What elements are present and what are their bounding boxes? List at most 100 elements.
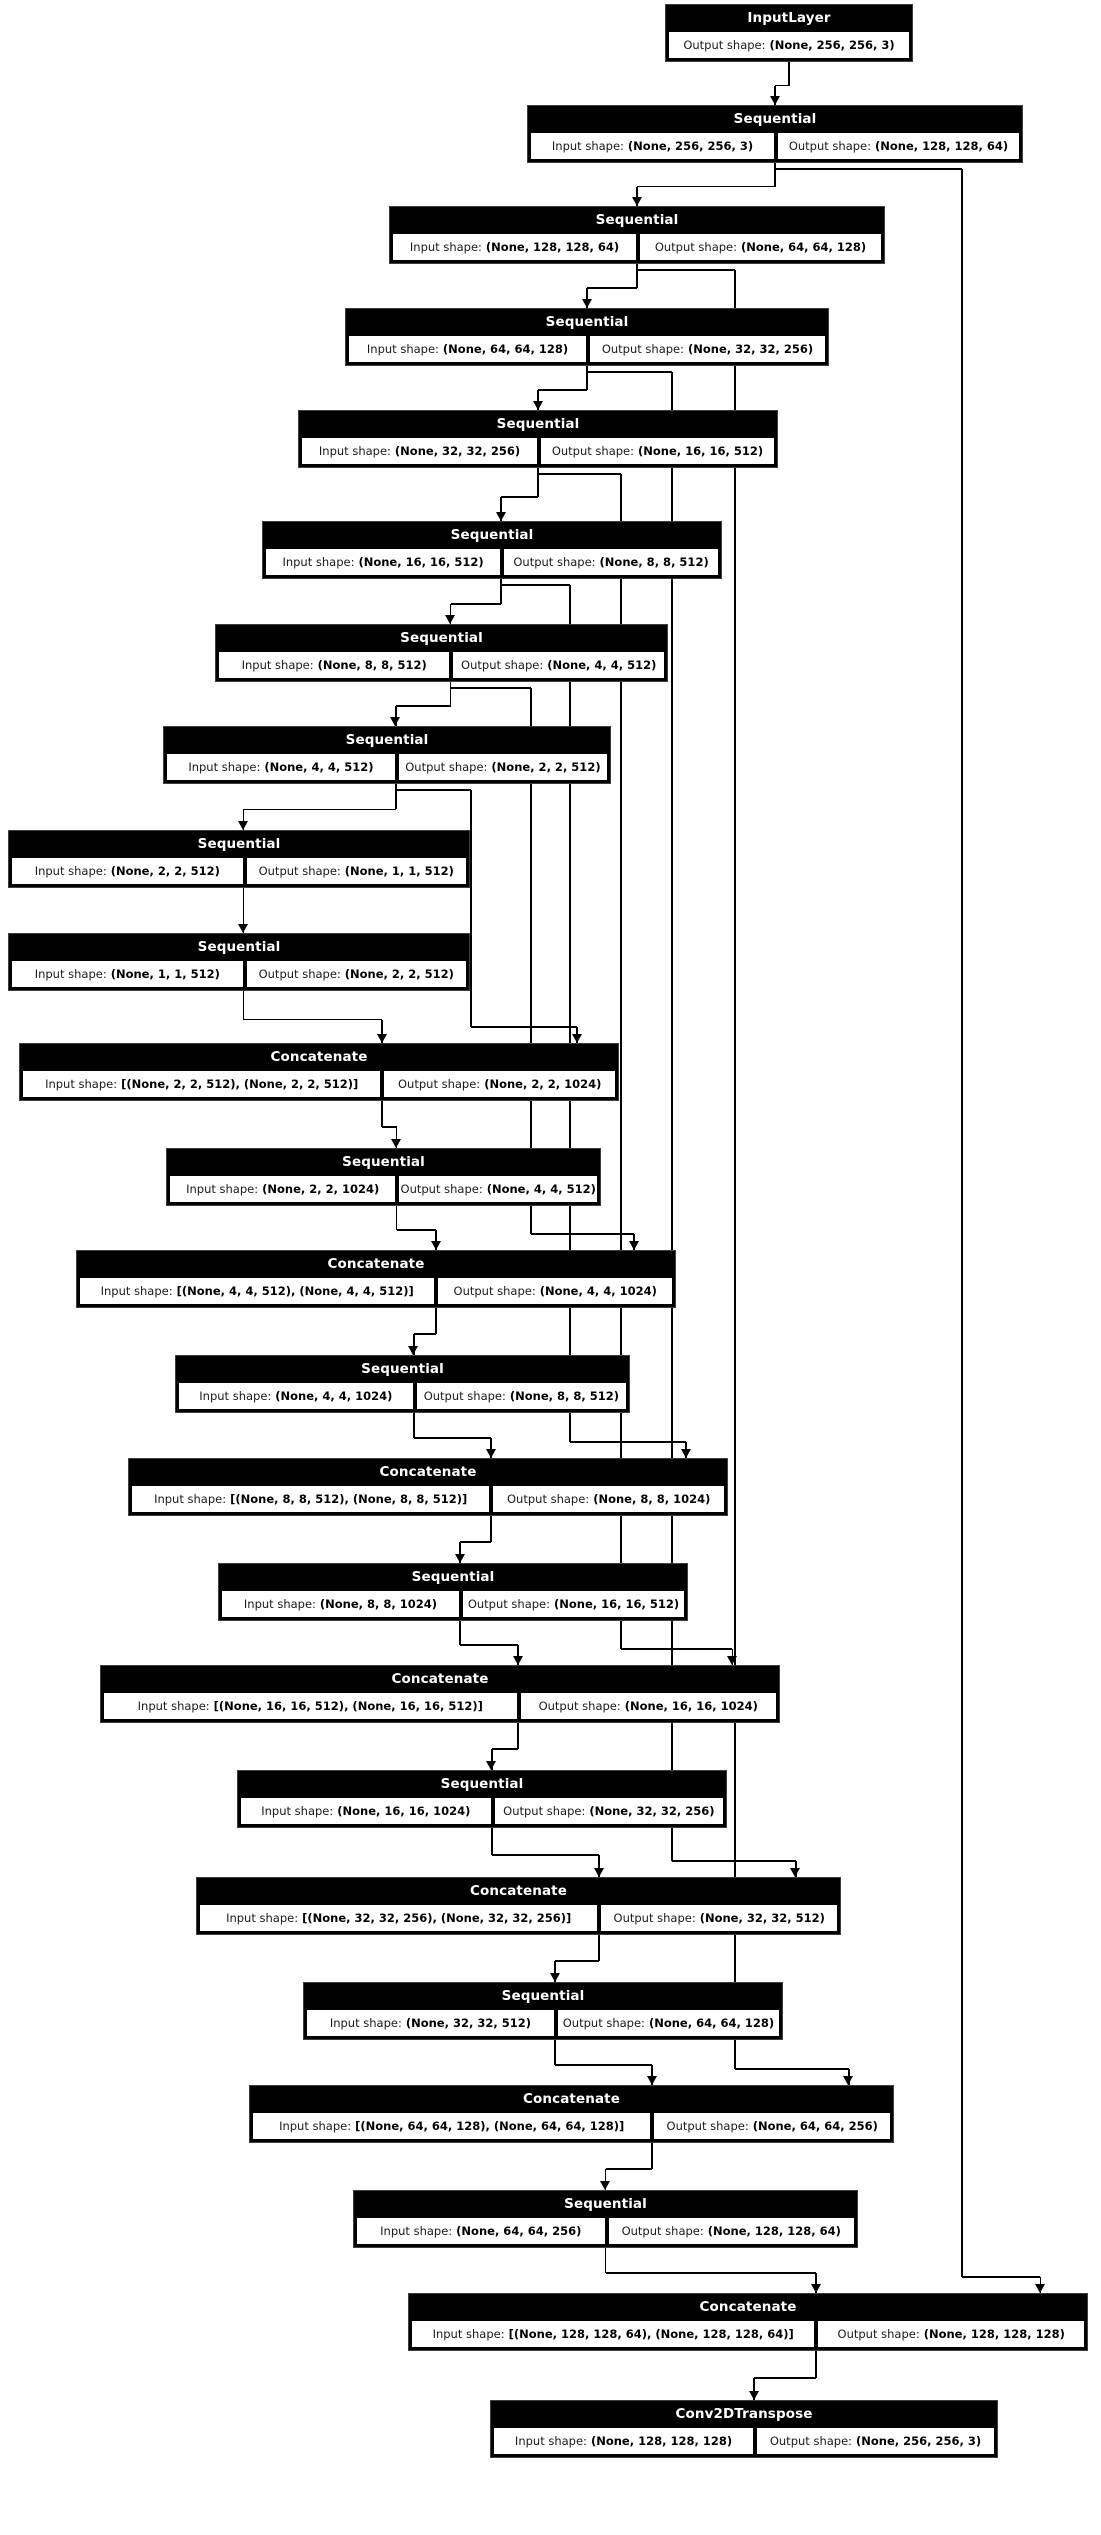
edge-n8-to-n9-arrowhead	[238, 924, 249, 933]
output-shape-value: (None, 32, 32, 512)	[699, 1911, 825, 1925]
input-shape-value: (None, 128, 128, 64)	[485, 240, 620, 254]
edge-n5-to-n6-seg3	[449, 603, 452, 624]
edge-n4-to-n5-seg3	[500, 497, 502, 521]
node-title: Sequential	[496, 416, 580, 432]
output-shape-value: (None, 2, 2, 1024)	[484, 1077, 602, 1091]
output-shape-port: Output shape:(None, 32, 32, 256)	[589, 335, 826, 363]
edge-n17-to-n18-arrowhead	[593, 1868, 604, 1877]
node-title: Concatenate	[470, 1883, 567, 1899]
edge-n12-to-n13-seg2	[413, 1333, 436, 1335]
input-shape-label: Input shape:	[188, 760, 261, 774]
output-shape-value: (None, 8, 8, 512)	[599, 555, 709, 569]
output-shape-label: Output shape:	[405, 760, 488, 774]
edge-n21-to-n22-seg1	[604, 2248, 607, 2273]
input-shape-value: (None, 4, 4, 1024)	[275, 1389, 393, 1403]
edge-n22-to-n23-seg1	[815, 2351, 817, 2378]
output-shape-port: Output shape:(None, 4, 4, 512)	[452, 651, 665, 679]
input-shape-label: Input shape:	[243, 1597, 316, 1611]
output-shape-value: (None, 64, 64, 256)	[752, 2119, 878, 2133]
edge-n7-to-n10-seg1	[395, 784, 397, 790]
input-shape-value: (None, 32, 32, 512)	[405, 2016, 531, 2030]
input-shape-value: (None, 8, 8, 512)	[317, 658, 427, 672]
edge-n21-to-n22-seg2	[605, 2271, 816, 2274]
input-shape-port: Input shape:(None, 4, 4, 1024)	[178, 1382, 414, 1410]
node-title: Sequential	[400, 630, 483, 646]
input-shape-value: (None, 32, 32, 256)	[394, 444, 521, 458]
output-shape-label: Output shape:	[654, 240, 738, 254]
node-ports: Input shape:(None, 16, 16, 1024)Output s…	[238, 1797, 726, 1827]
node-title: InputLayer	[747, 10, 831, 26]
input-shape-value: (None, 1, 1, 512)	[110, 967, 220, 981]
edge-n13-to-n14-seg3	[490, 1437, 492, 1458]
input-shape-label: Input shape:	[186, 1182, 259, 1196]
node-ports: Input shape:(None, 2, 2, 512)Output shap…	[9, 857, 469, 887]
output-shape-port: Output shape:(None, 64, 64, 128)	[639, 233, 882, 261]
edge-n10-to-n11-arrowhead	[391, 1139, 402, 1148]
input-shape-label: Input shape:	[514, 2434, 587, 2448]
node-ports: Input shape:[(None, 8, 8, 512), (None, 8…	[129, 1485, 727, 1515]
output-shape-label: Output shape:	[562, 2016, 645, 2030]
node-title: Sequential	[545, 314, 629, 330]
output-shape-port: Output shape:(None, 8, 8, 512)	[503, 548, 719, 576]
output-shape-value: (None, 8, 8, 512)	[509, 1389, 620, 1403]
edge-n7-to-n8-seg2	[243, 808, 396, 811]
edge-n3-to-n4-arrowhead	[532, 401, 543, 410]
edge-n7-to-n10-arrowhead	[571, 1034, 582, 1043]
output-shape-value: (None, 128, 128, 128)	[923, 2327, 1065, 2341]
edge-n13-to-n14-seg2	[413, 1436, 491, 1439]
output-shape-port: Output shape:(None, 128, 128, 128)	[817, 2320, 1085, 2348]
output-shape-value: (None, 16, 16, 1024)	[624, 1699, 758, 1713]
output-shape-label: Output shape:	[538, 1699, 621, 1713]
edge-n19-to-n20-arrowhead	[646, 2076, 657, 2085]
output-shape-value: (None, 16, 16, 512)	[554, 1597, 680, 1611]
edge-n18-to-n19-seg1	[598, 1935, 600, 1961]
output-shape-port: Output shape:(None, 8, 8, 512)	[415, 1382, 627, 1410]
input-shape-port: Input shape:(None, 2, 2, 512)	[11, 857, 244, 885]
node-ports: Output shape:(None, 256, 256, 3)	[666, 31, 912, 61]
node-ports: Input shape:(None, 4, 4, 512) Output shap…	[164, 753, 610, 783]
edge-n20-to-n21-arrowhead	[600, 2181, 610, 2190]
input-shape-port: Input shape:(None, 2, 2, 1024)	[169, 1175, 397, 1203]
edge-n11-to-n12-seg3	[435, 1230, 437, 1250]
output-shape-port: Output shape:(None, 4, 4, 1024)	[437, 1277, 673, 1305]
input-shape-value: (None, 64, 64, 128)	[442, 342, 569, 356]
input-shape-port: Input shape:[(None, 16, 16, 512), (None,…	[103, 1692, 518, 1720]
node-ports: Input shape:(None, 64, 64, 128)Output sh…	[346, 335, 828, 365]
input-shape-value: (None, 4, 4, 512)	[264, 760, 374, 774]
input-shape-label: Input shape:	[318, 444, 391, 458]
input-shape-value: (None, 16, 16, 512)	[358, 555, 484, 569]
input-shape-value: [(None, 4, 4, 512), (None, 4, 4, 512)]	[176, 1284, 414, 1298]
input-shape-port: Input shape:(None, 1, 1, 512)	[11, 960, 244, 988]
output-shape-value: (None, 2, 2, 512)	[491, 760, 601, 774]
edge-n15-to-n16-seg3	[517, 1645, 519, 1665]
input-shape-port: Input shape:[(None, 8, 8, 512), (None, 8…	[131, 1485, 491, 1513]
input-shape-port: Input shape:(None, 32, 32, 512)	[306, 2009, 555, 2037]
input-shape-port: Input shape:(None, 16, 16, 1024)	[240, 1797, 492, 1825]
edge-n5-to-n14-seg2	[501, 584, 570, 586]
edge-n14-to-n15-seg3	[459, 1541, 461, 1563]
